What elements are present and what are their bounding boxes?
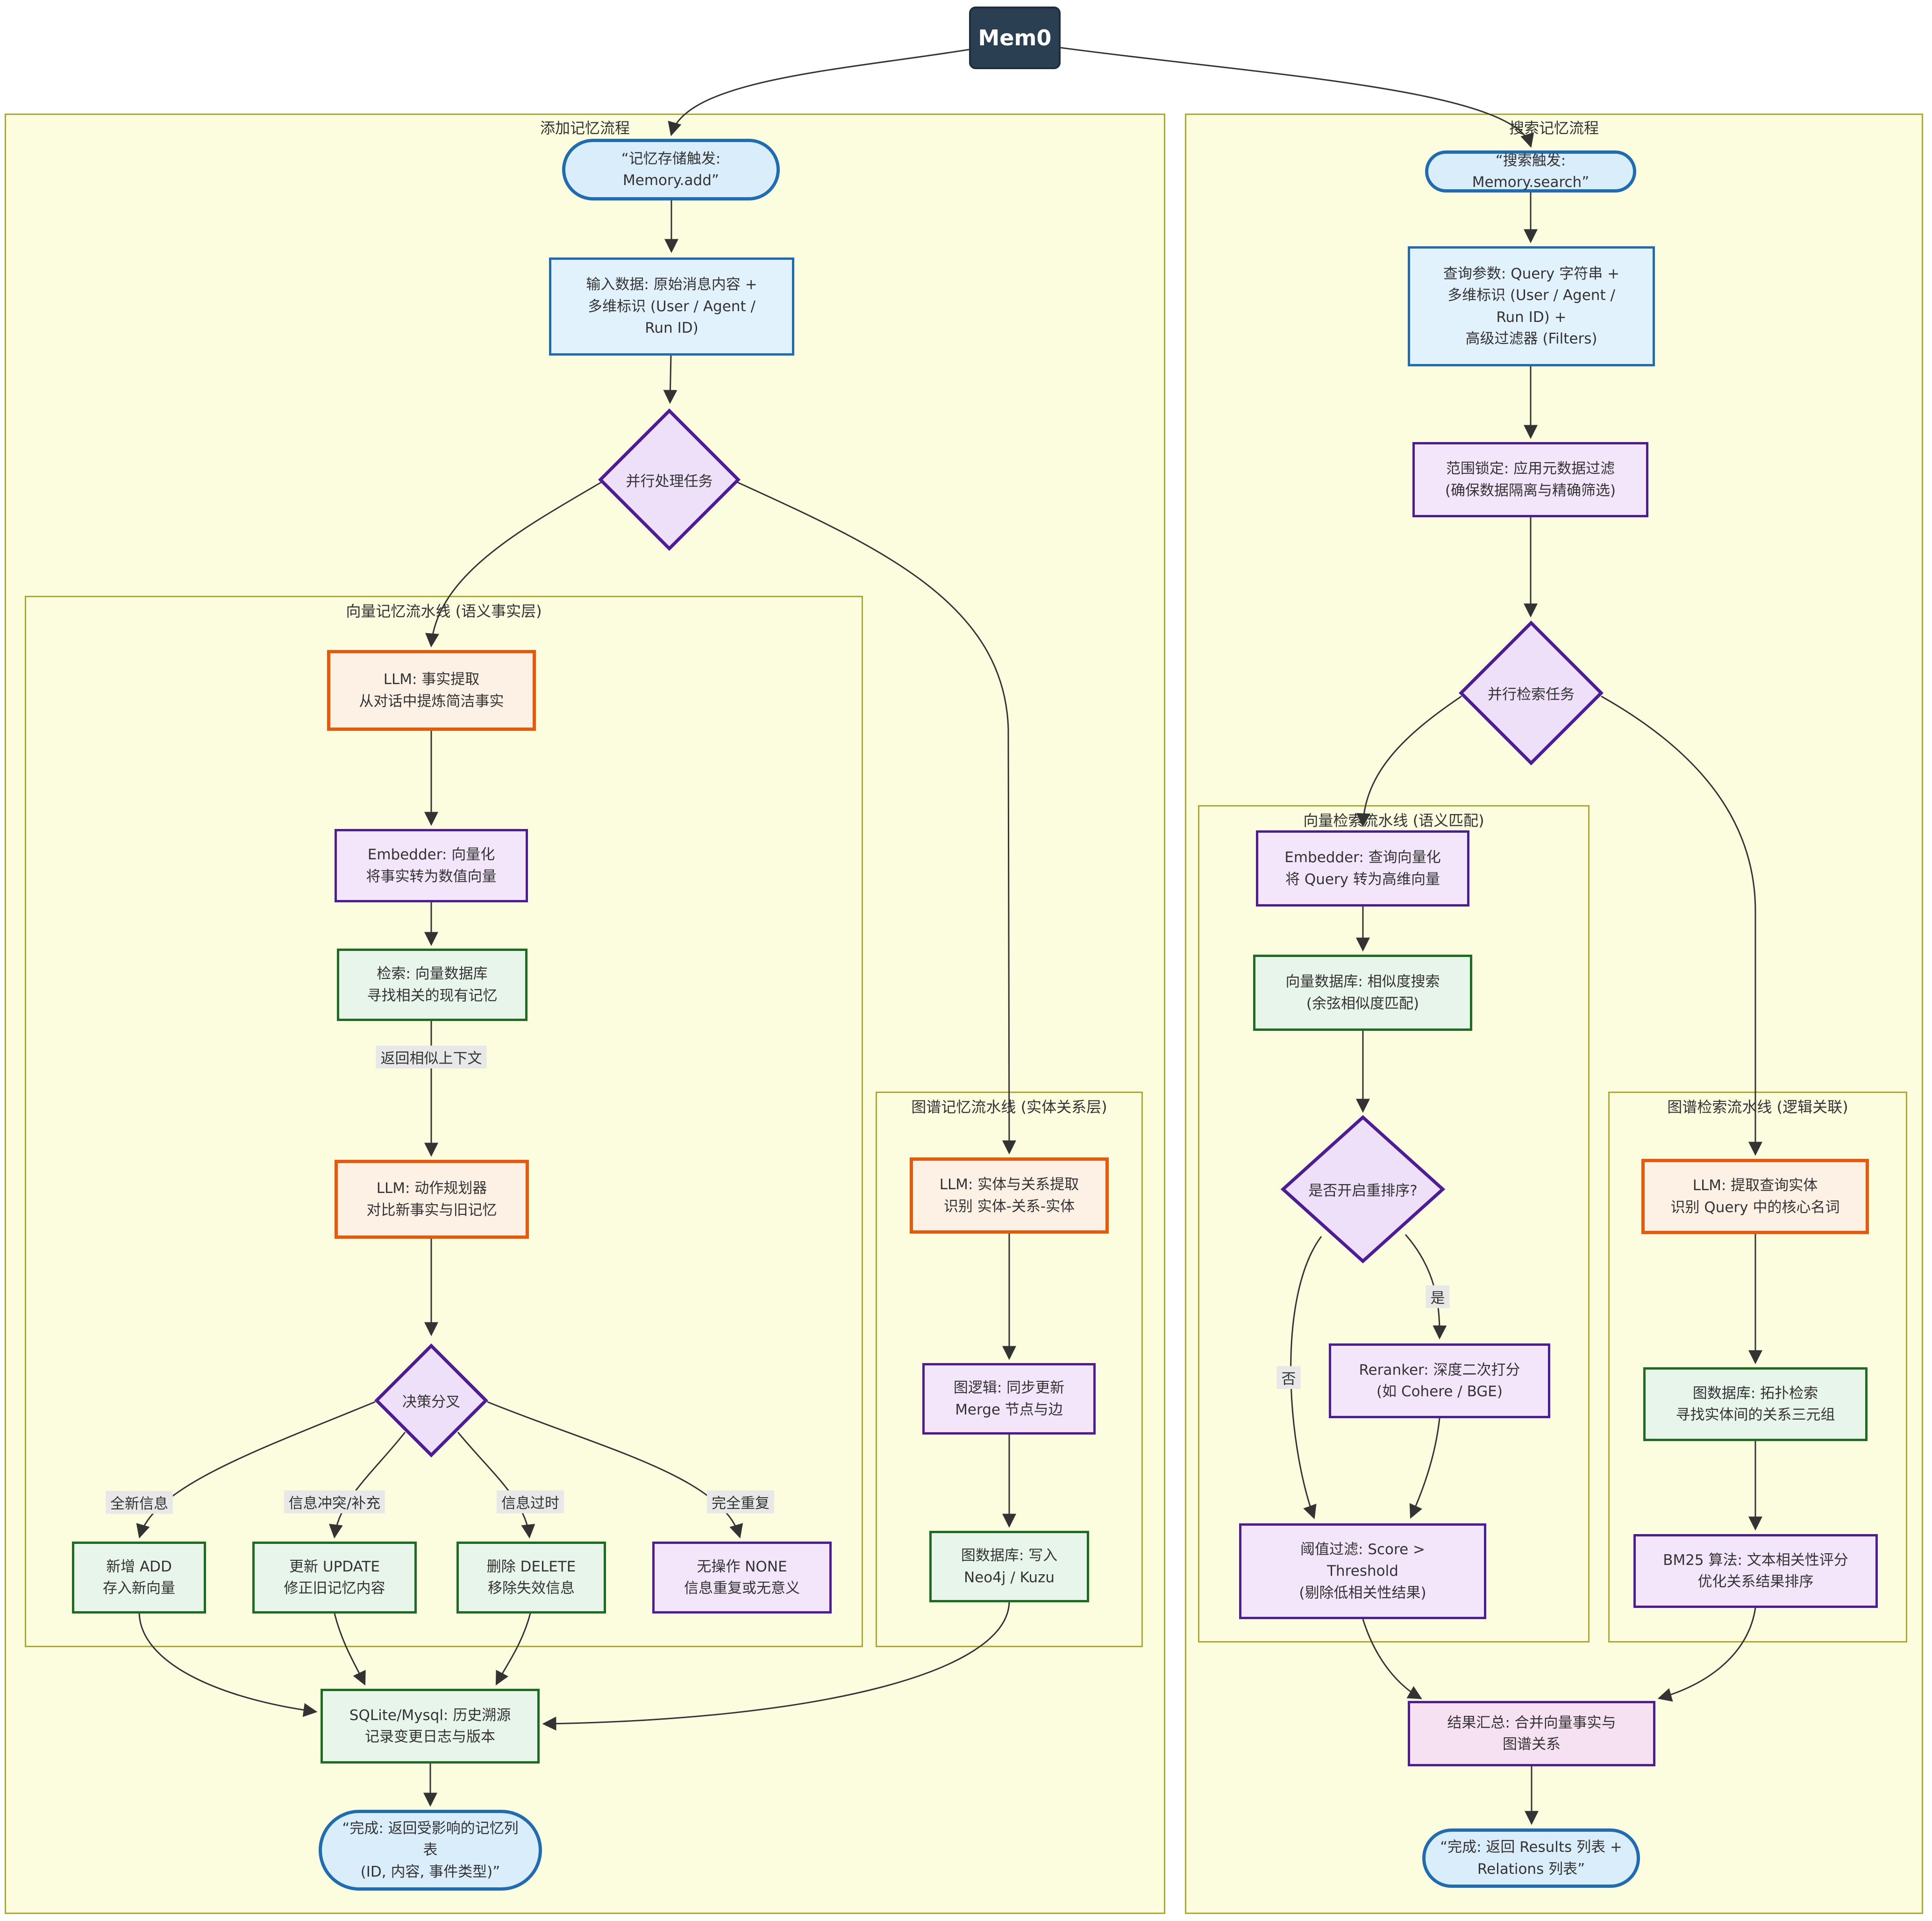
edge-label-yes: 是 — [1426, 1285, 1450, 1308]
node-scope-lock: 范围锁定: 应用元数据过滤 (确保数据隔离与精确筛选) — [1412, 442, 1648, 517]
vector-memory-subgraph — [25, 596, 863, 1647]
node-reranker: Reranker: 深度二次打分 (如 Cohere / BGE) — [1329, 1343, 1550, 1418]
edge-label-outdated: 信息过时 — [497, 1490, 564, 1514]
node-llm-query-entity: LLM: 提取查询实体 识别 Query 中的核心名词 — [1641, 1159, 1869, 1234]
node-bm25: BM25 算法: 文本相关性评分 优化关系结果排序 — [1633, 1534, 1878, 1608]
add-flow-title: 添加记忆流程 — [540, 119, 630, 137]
node-decision-fork: 决策分叉 — [374, 1343, 488, 1457]
diamond-shape — [598, 408, 741, 551]
diamond-label: 是否开启重排序? — [1308, 1182, 1418, 1200]
diamond-shape — [374, 1343, 488, 1457]
node-embedder-search: Embedder: 查询向量化 将 Query 转为高维向量 — [1256, 830, 1469, 907]
node-llm-entity-relation: LLM: 实体与关系提取 识别 实体-关系-实体 — [910, 1157, 1109, 1234]
graph-search-subgraph-title: 图谱检索流水线 (逻辑关联) — [1667, 1098, 1848, 1116]
graph-memory-subgraph-title: 图谱记忆流水线 (实体关系层) — [911, 1098, 1107, 1116]
edge-label-conflict: 信息冲突/补充 — [284, 1490, 385, 1514]
edge-label-new-info: 全新信息 — [106, 1491, 173, 1514]
node-add-end: “完成: 返回受影响的记忆列 表 (ID, 内容, 事件类型)” — [319, 1810, 542, 1891]
root-node-mem0: Mem0 — [969, 7, 1061, 69]
node-search-parallel-decision: 并行检索任务 — [1459, 621, 1604, 765]
node-llm-fact-extraction: LLM: 事实提取 从对话中提炼简洁事实 — [327, 650, 536, 731]
node-vector-retrieve: 检索: 向量数据库 寻找相关的现有记忆 — [337, 949, 528, 1021]
vector-search-subgraph-title: 向量检索流水线 (语义匹配) — [1303, 812, 1484, 829]
node-embedder-add: Embedder: 向量化 将事实转为数值向量 — [335, 829, 528, 902]
node-add-input: 输入数据: 原始消息内容 + 多维标识 (User / Agent / Run … — [549, 257, 794, 356]
root-label: Mem0 — [978, 25, 1052, 50]
node-graph-logic-merge: 图逻辑: 同步更新 Merge 节点与边 — [922, 1363, 1096, 1435]
diamond-shape — [1459, 621, 1604, 765]
node-sqlite-history: SQLite/Mysql: 历史溯源 记录变更日志与版本 — [321, 1689, 540, 1764]
vector-memory-subgraph-title: 向量记忆流水线 (语义事实层) — [346, 602, 542, 620]
node-search-end: “完成: 返回 Results 列表 + Relations 列表” — [1422, 1828, 1640, 1888]
diamond-label: 决策分叉 — [402, 1393, 460, 1411]
node-op-none: 无操作 NONE 信息重复或无意义 — [652, 1542, 832, 1614]
edge-label-no: 否 — [1276, 1366, 1301, 1389]
node-op-delete: 删除 DELETE 移除失效信息 — [456, 1542, 606, 1614]
node-graph-db-topology: 图数据库: 拓扑检索 寻找实体间的关系三元组 — [1643, 1367, 1868, 1441]
node-query-params: 查询参数: Query 字符串 + 多维标识 (User / Agent / R… — [1408, 246, 1655, 366]
node-search-start: “搜索触发: Memory.search” — [1425, 150, 1636, 193]
node-rerank-decision: 是否开启重排序? — [1281, 1115, 1445, 1264]
node-add-start: “记忆存储触发: Memory.add” — [562, 139, 780, 200]
node-result-merge: 结果汇总: 合并向量事实与 图谱关系 — [1408, 1701, 1655, 1766]
search-flow-title: 搜索记忆流程 — [1509, 119, 1599, 137]
node-op-add: 新增 ADD 存入新向量 — [72, 1542, 206, 1614]
edge-label-return-context: 返回相似上下文 — [376, 1045, 487, 1069]
node-vector-db-search: 向量数据库: 相似度搜索 (余弦相似度匹配) — [1253, 955, 1472, 1031]
node-op-update: 更新 UPDATE 修正旧记忆内容 — [252, 1542, 417, 1614]
node-graph-db-write: 图数据库: 写入 Neo4j / Kuzu — [929, 1531, 1089, 1602]
node-threshold-filter: 阈值过滤: Score > Threshold (剔除低相关性结果) — [1239, 1523, 1486, 1619]
diamond-label: 并行处理任务 — [626, 473, 713, 490]
node-llm-action-planner: LLM: 动作规划器 对比新事实与旧记忆 — [335, 1160, 529, 1239]
edge-label-duplicate: 完全重复 — [707, 1490, 774, 1514]
node-add-parallel-decision: 并行处理任务 — [598, 408, 741, 551]
diamond-label: 并行检索任务 — [1488, 686, 1575, 703]
diamond-shape — [1281, 1115, 1445, 1264]
